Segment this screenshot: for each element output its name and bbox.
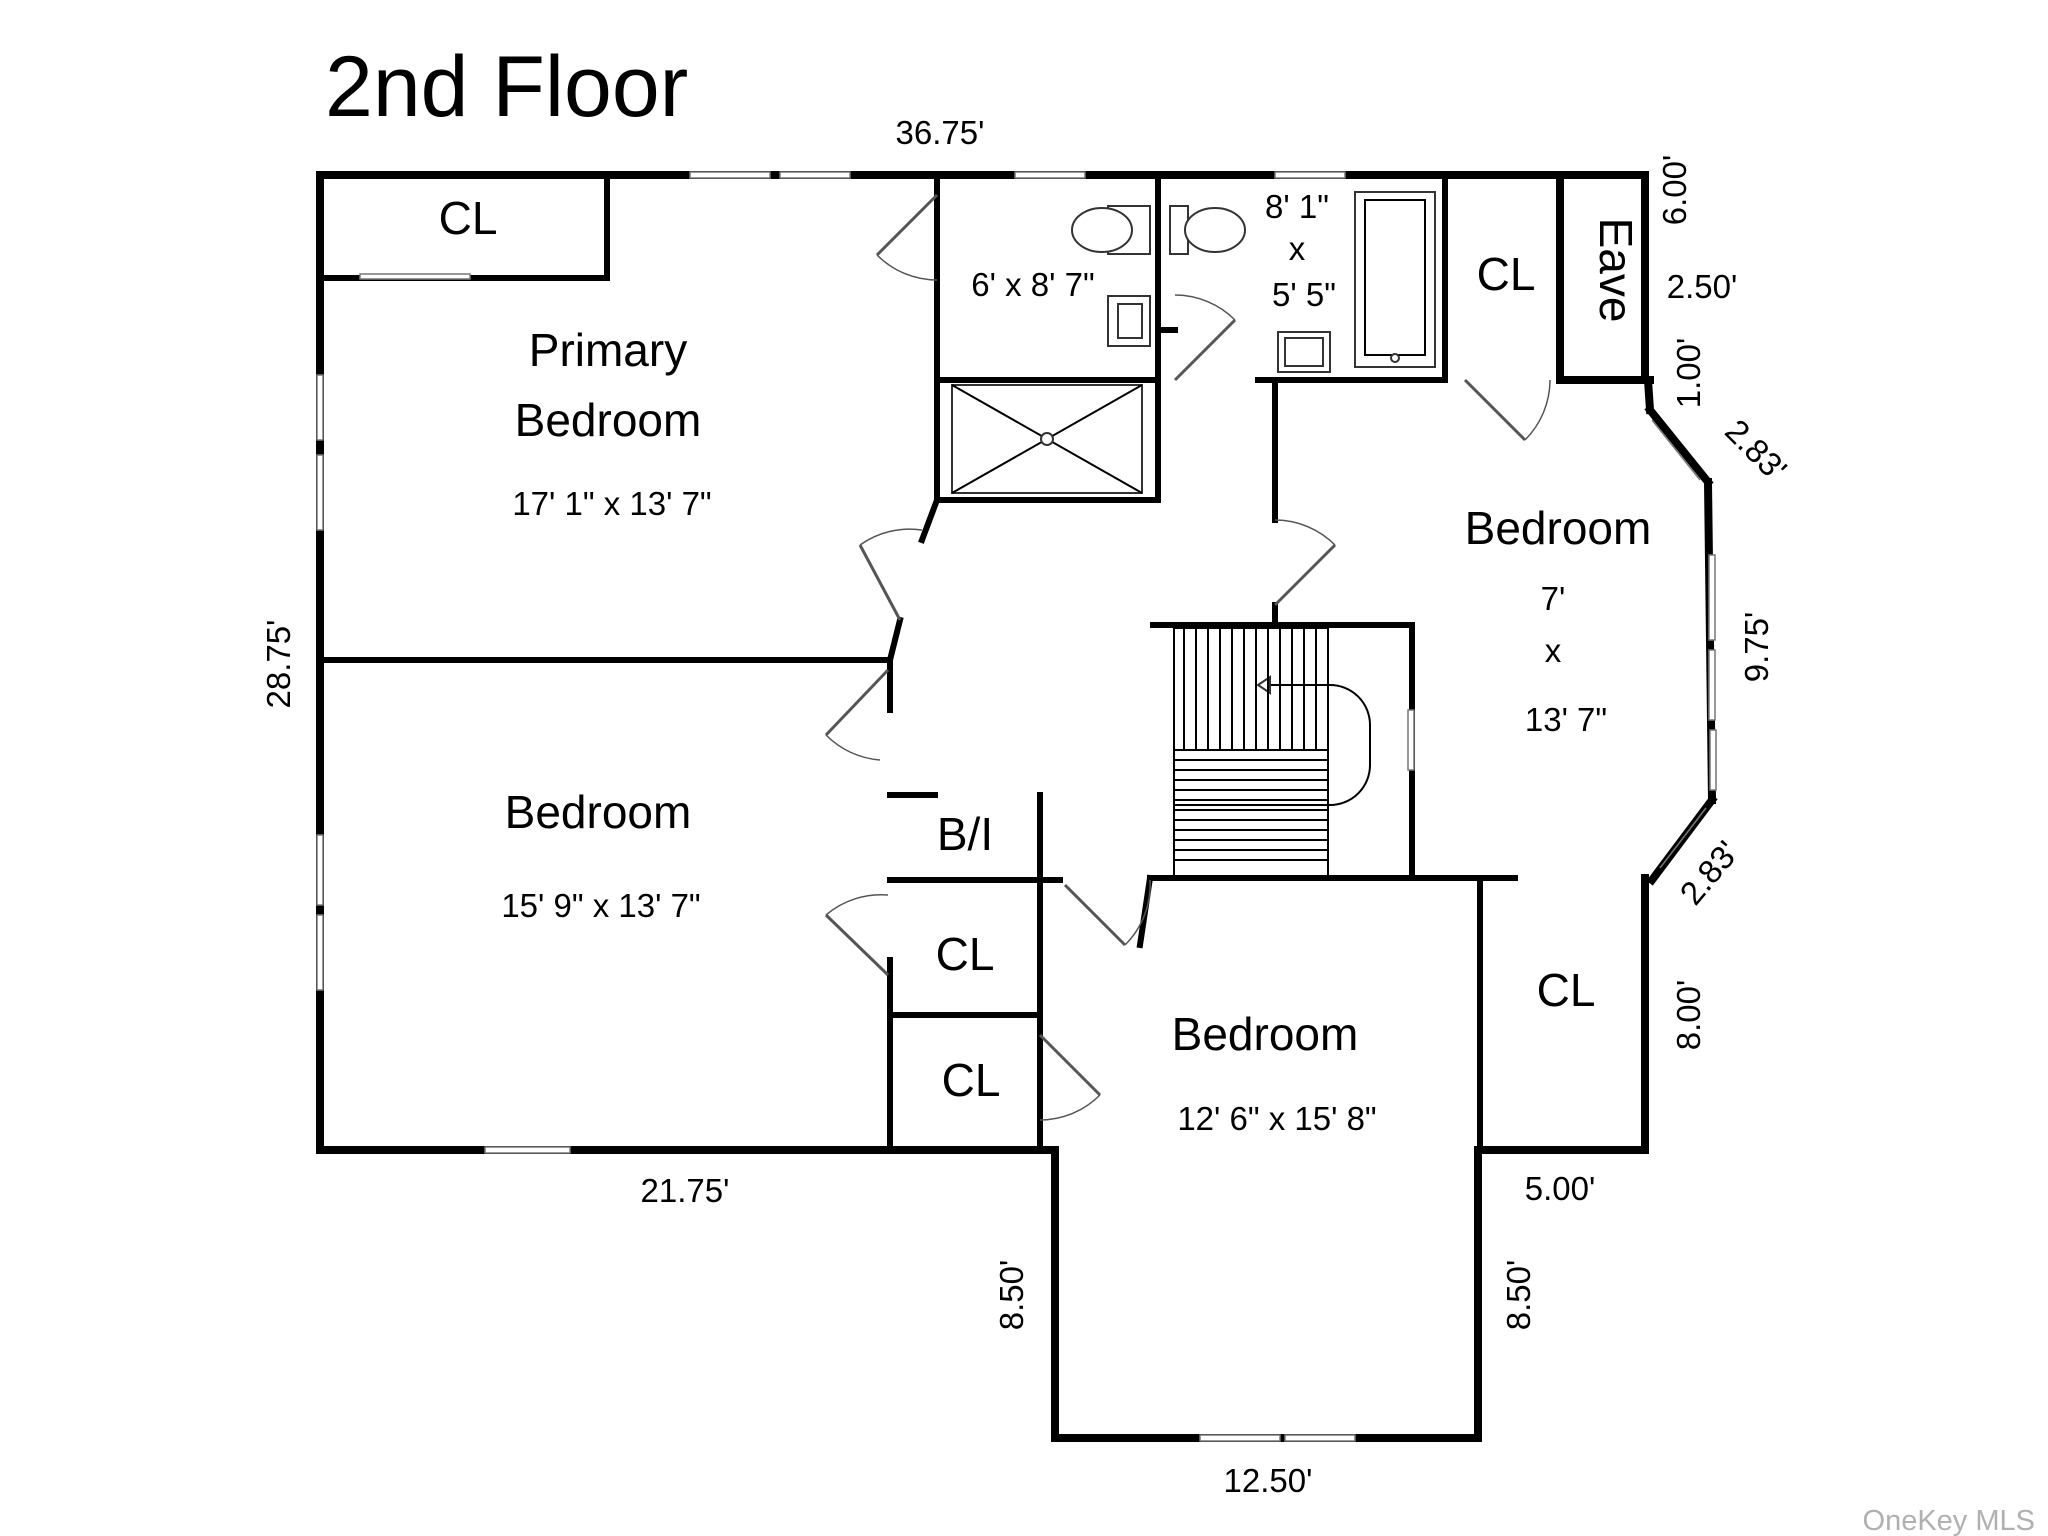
room-name-primary-bedroom-line2: Bedroom (515, 394, 702, 446)
watermark: OneKey MLS (1863, 1505, 2035, 1536)
room-name-bedroom-west: Bedroom (505, 786, 692, 838)
measurement-top: 36.75' (896, 114, 985, 151)
doors (824, 193, 1551, 1121)
measurement-eave-top: 6.00' (1656, 155, 1693, 226)
room-size-hall-bath-b: 5' 5" (1272, 276, 1336, 313)
measurement-bay-lower: 2.83' (1672, 834, 1746, 912)
room-size-hall-bath-a: 8' 1" (1265, 188, 1329, 225)
room-size-bedroom-east-b: 13' 7" (1525, 701, 1607, 738)
staircase (1173, 627, 1371, 877)
bathroom-fixtures (951, 191, 1436, 494)
room-name-bedroom-south: Bedroom (1172, 1008, 1359, 1060)
bay-window (1644, 404, 1718, 886)
measurement-eave-side: 2.50' (1667, 268, 1738, 305)
measurement-south-right: 8.50' (1500, 1260, 1537, 1331)
interior-walls (317, 172, 1648, 1153)
measurement-east-lower: 8.00' (1670, 980, 1707, 1051)
measurement-east-notch: 5.00' (1525, 1170, 1596, 1207)
measurement-east-bay: 9.75' (1738, 612, 1775, 683)
closet-label-primary: CL (439, 192, 498, 244)
room-size-primary-bedroom: 17' 1" x 13' 7" (512, 485, 711, 522)
closet-label-hall-lower: CL (942, 1054, 1001, 1106)
floor-title: 2nd Floor (325, 39, 688, 135)
room-name-bedroom-east: Bedroom (1465, 502, 1652, 554)
measurement-south-bottom: 12.50' (1224, 1462, 1313, 1499)
measurement-left: 28.75' (260, 620, 297, 709)
room-size-bedroom-south: 12' 6" x 15' 8" (1177, 1100, 1376, 1137)
eave-label: Eave (1590, 218, 1642, 323)
closet-label-hall-upper: CL (936, 928, 995, 980)
room-size-bedroom-east-a: 7' (1541, 580, 1566, 617)
room-labels: CL Primary Bedroom 17' 1" x 13' 7" 6' x … (439, 188, 1652, 1137)
closet-label-east-top: CL (1477, 248, 1536, 300)
closet-label-east-lower: CL (1537, 964, 1596, 1016)
measurement-bay-upper: 2.83' (1718, 412, 1794, 488)
built-in-label: B/I (937, 808, 993, 860)
measurement-bottom-left: 21.75' (641, 1172, 730, 1209)
measurement-south-left: 8.50' (993, 1260, 1030, 1331)
windows (316, 171, 1717, 1442)
room-size-hall-bath-x: x (1289, 230, 1306, 267)
room-size-primary-bath: 6' x 8' 7" (971, 266, 1094, 303)
room-size-bedroom-west: 15' 9" x 13' 7" (501, 887, 700, 924)
measurements: 36.75' 28.75' 21.75' 8.50' 8.50' 12.50' … (260, 114, 1794, 1499)
room-name-primary-bedroom-line1: Primary (529, 324, 687, 376)
measurement-eave-step: 1.00' (1670, 338, 1707, 409)
room-size-bedroom-east-x: x (1545, 632, 1562, 669)
